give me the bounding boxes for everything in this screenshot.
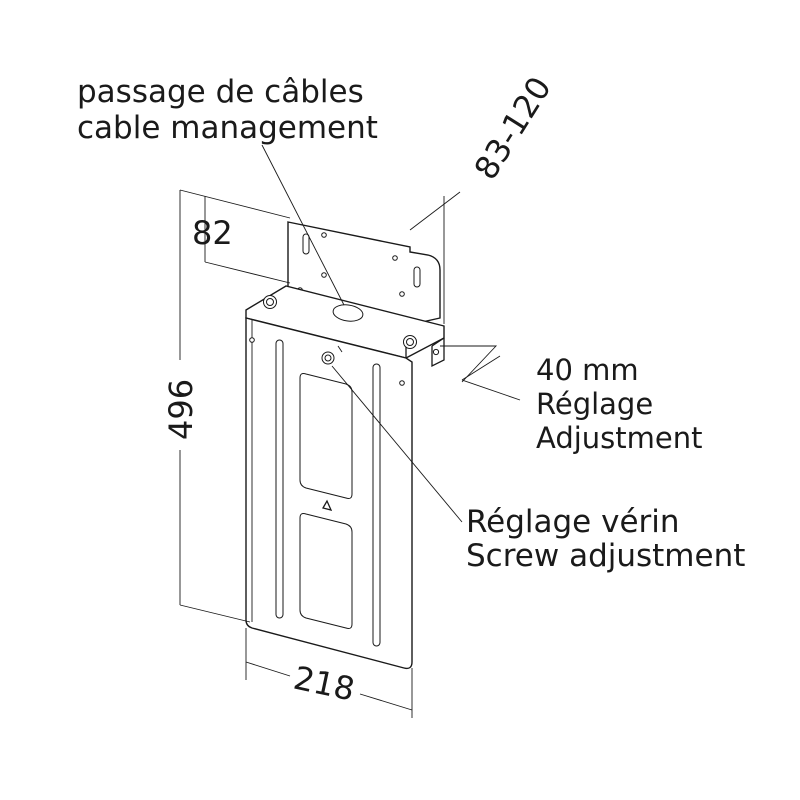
adjust-mm: 40 mm [536,353,639,387]
cable-hole [332,304,364,322]
up-triangle-icon [322,499,333,511]
adjust-label-fr: Réglage [536,387,653,421]
side-slot-left [275,339,284,619]
shelf-screw [263,295,277,309]
plate-hole [399,380,405,386]
screw-label-en: Screw adjustment [466,538,745,574]
side-slot-right [372,363,381,647]
dim-depth-range: 83-120 [467,70,559,186]
screw-label-fr: Réglage vérin [466,504,680,540]
plate-hole [249,337,255,343]
adjust-label-en: Adjustment [536,421,703,455]
back-plate-slot-right [413,266,421,288]
lower-window [299,513,353,629]
back-plate-slot-left [302,233,310,255]
dimension-lines [179,189,498,718]
dim-width: 218 [290,659,358,709]
top-bracket [245,221,445,368]
upper-window [299,373,353,499]
cable-label-en: cable management [77,110,378,146]
back-plate-hole [321,272,327,278]
back-plate-hole [321,232,327,238]
back-plate-hole [399,291,405,297]
adjust-screw [321,351,335,365]
back-plate-hole [392,255,398,261]
cable-label-fr: passage de câbles [77,74,364,110]
main-plate [245,317,413,670]
dim-top-offset: 82 [192,214,233,252]
lip-hole [432,348,440,356]
dim-height: 496 [162,379,200,440]
shelf-screw [403,335,417,349]
leader-lines [261,144,521,523]
